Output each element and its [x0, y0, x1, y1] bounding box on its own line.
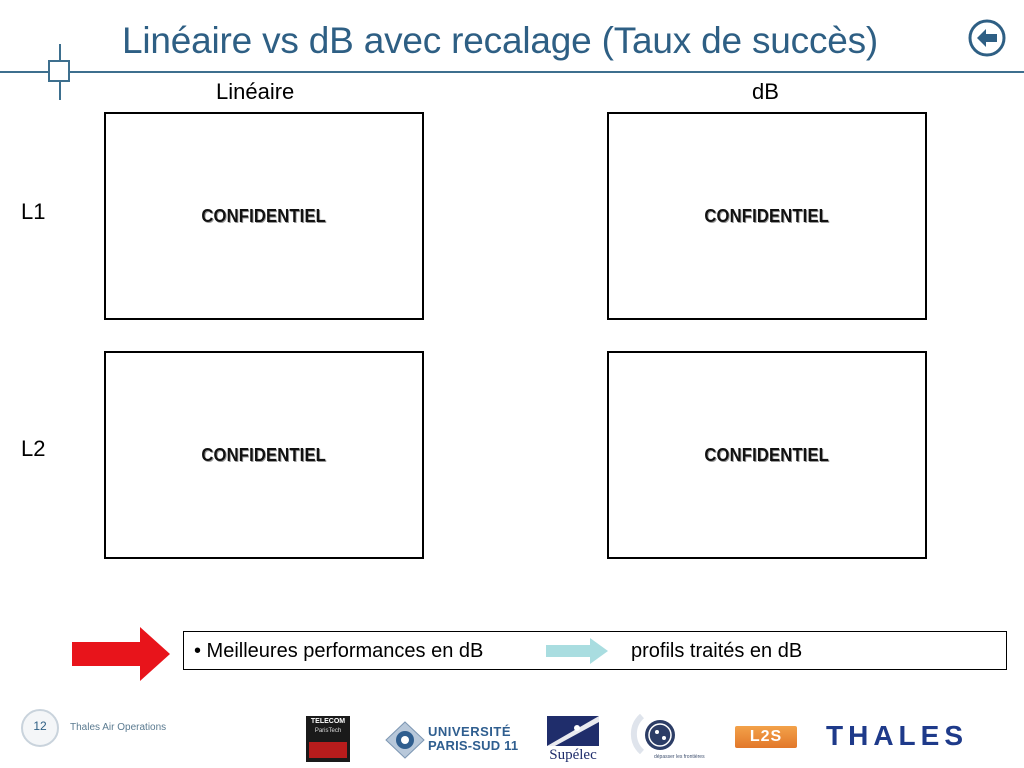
- cnrs-emblem-icon: [630, 714, 675, 754]
- l2s-logo: L2S: [735, 726, 797, 748]
- page-title: Linéaire vs dB avec recalage (Taux de su…: [122, 20, 879, 61]
- conclusion-box: • Meilleures performances en dB profils …: [183, 631, 1007, 670]
- paris-sud-logo-subtext: PARIS-SUD 11: [428, 738, 519, 753]
- telecom-paristech-logo: TELECOM ParisTech: [306, 716, 350, 762]
- panel-l1-db: CONFIDENTIEL: [607, 112, 927, 320]
- page-number: 12: [33, 719, 47, 733]
- universite-paris-sud-logo: UNIVERSITÉ PARIS-SUD 11: [384, 716, 518, 762]
- right-arrow-icon: [546, 638, 608, 664]
- cnrs-tagline: dépasser les frontières: [654, 754, 705, 760]
- row-label-l1: L1: [21, 199, 46, 224]
- conclusion-result: profils traités en dB: [631, 640, 803, 662]
- panel-l1-lineaire: CONFIDENTIEL: [104, 112, 424, 320]
- supelec-star-icon: [547, 716, 599, 746]
- back-button[interactable]: [967, 18, 1007, 58]
- confidential-label: CONFIDENTIEL: [704, 444, 830, 465]
- page-number-badge: [21, 709, 59, 747]
- confidential-label: CONFIDENTIEL: [704, 205, 830, 226]
- paris-sud-logo-text: UNIVERSITÉ: [428, 724, 512, 739]
- row-label-l2: L2: [21, 436, 46, 461]
- l2s-logo-text: L2S: [749, 728, 783, 745]
- title-rule: [0, 71, 1024, 73]
- cnrs-logo: dépasser les frontières: [628, 714, 708, 766]
- column-label-lineaire: Linéaire: [216, 79, 295, 104]
- confidential-label: CONFIDENTIEL: [201, 444, 327, 465]
- right-arrow-icon: [72, 627, 170, 681]
- arrow-left-circle-icon: [968, 19, 1006, 57]
- telecom-logo-text: TELECOM: [310, 718, 346, 725]
- telecom-logo-band: [309, 742, 347, 758]
- rule-box: [48, 60, 70, 82]
- paris-sud-emblem-icon: [385, 721, 425, 759]
- panel-l2-db: CONFIDENTIEL: [607, 351, 927, 559]
- supelec-logo: Supélec: [545, 716, 601, 766]
- footer-company: Thales Air Operations: [70, 722, 167, 733]
- thales-logo: THALES: [826, 720, 968, 751]
- telecom-logo-subtext: ParisTech: [314, 728, 342, 734]
- conclusion-text: • Meilleures performances en dB: [194, 640, 484, 662]
- column-label-db: dB: [752, 79, 779, 104]
- supelec-logo-text: Supélec: [549, 747, 597, 763]
- panel-l2-lineaire: CONFIDENTIEL: [104, 351, 424, 559]
- supelec-emblem: [547, 716, 599, 746]
- confidential-label: CONFIDENTIEL: [201, 205, 327, 226]
